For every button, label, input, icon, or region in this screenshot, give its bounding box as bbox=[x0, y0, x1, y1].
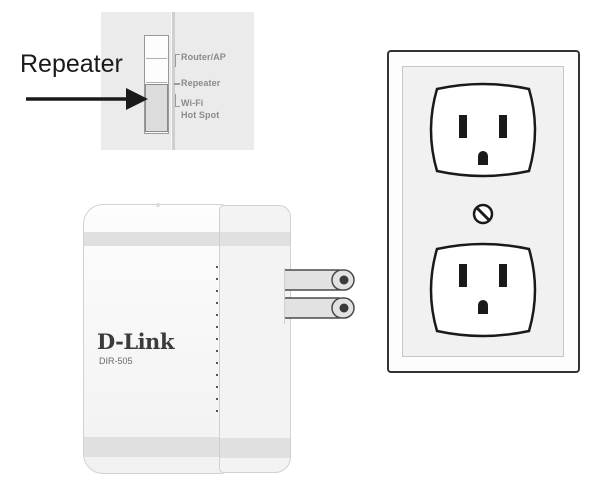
vent-dot bbox=[216, 326, 218, 328]
mode-label-router-ap: Router/AP bbox=[181, 52, 226, 62]
vent-dot bbox=[216, 314, 218, 316]
vent-dot bbox=[216, 410, 218, 412]
panel-edge-divider bbox=[171, 12, 175, 150]
vent-dot bbox=[216, 386, 218, 388]
vent-dot bbox=[216, 302, 218, 304]
vent-dot bbox=[216, 350, 218, 352]
front-bottom-band bbox=[220, 438, 290, 458]
vent-dot bbox=[216, 278, 218, 280]
repeater-callout-label: Repeater bbox=[20, 50, 123, 78]
wifi-hotspot-tick bbox=[175, 94, 180, 107]
mode-label-hot-spot: Hot Spot bbox=[181, 110, 220, 120]
brand-logo: D-Link bbox=[97, 329, 174, 354]
callout-arrow-icon bbox=[26, 88, 148, 110]
adapter-bottom-band bbox=[84, 437, 226, 457]
slot-notch bbox=[146, 82, 167, 83]
vent-dot bbox=[216, 362, 218, 364]
router-ap-tick bbox=[175, 54, 180, 67]
mode-label-repeater: Repeater bbox=[181, 78, 221, 88]
adapter-front-cap bbox=[219, 205, 291, 473]
switch-panel bbox=[101, 12, 254, 150]
vent-dot bbox=[216, 338, 218, 340]
mode-switch-knob[interactable] bbox=[145, 84, 168, 132]
wall-outlet-plate bbox=[387, 50, 580, 373]
slot-notch bbox=[146, 58, 167, 59]
mode-label-wifi: Wi-Fi bbox=[181, 98, 204, 108]
mode-switch-inset: Router/AP Repeater Wi-Fi Hot Spot bbox=[101, 12, 254, 150]
front-top-band bbox=[220, 232, 290, 246]
vent-dot bbox=[216, 398, 218, 400]
repeater-tick bbox=[174, 83, 180, 85]
dir-505-adapter: D-Link DIR-505 bbox=[64, 196, 364, 481]
power-plug-icon bbox=[284, 268, 355, 324]
status-led bbox=[156, 203, 160, 207]
vent-dot bbox=[216, 290, 218, 292]
vent-dot bbox=[216, 266, 218, 268]
model-number: DIR-505 bbox=[99, 356, 133, 366]
electrical-outlet-icon bbox=[429, 82, 537, 338]
adapter-top-band bbox=[84, 232, 226, 246]
vent-dot bbox=[216, 374, 218, 376]
